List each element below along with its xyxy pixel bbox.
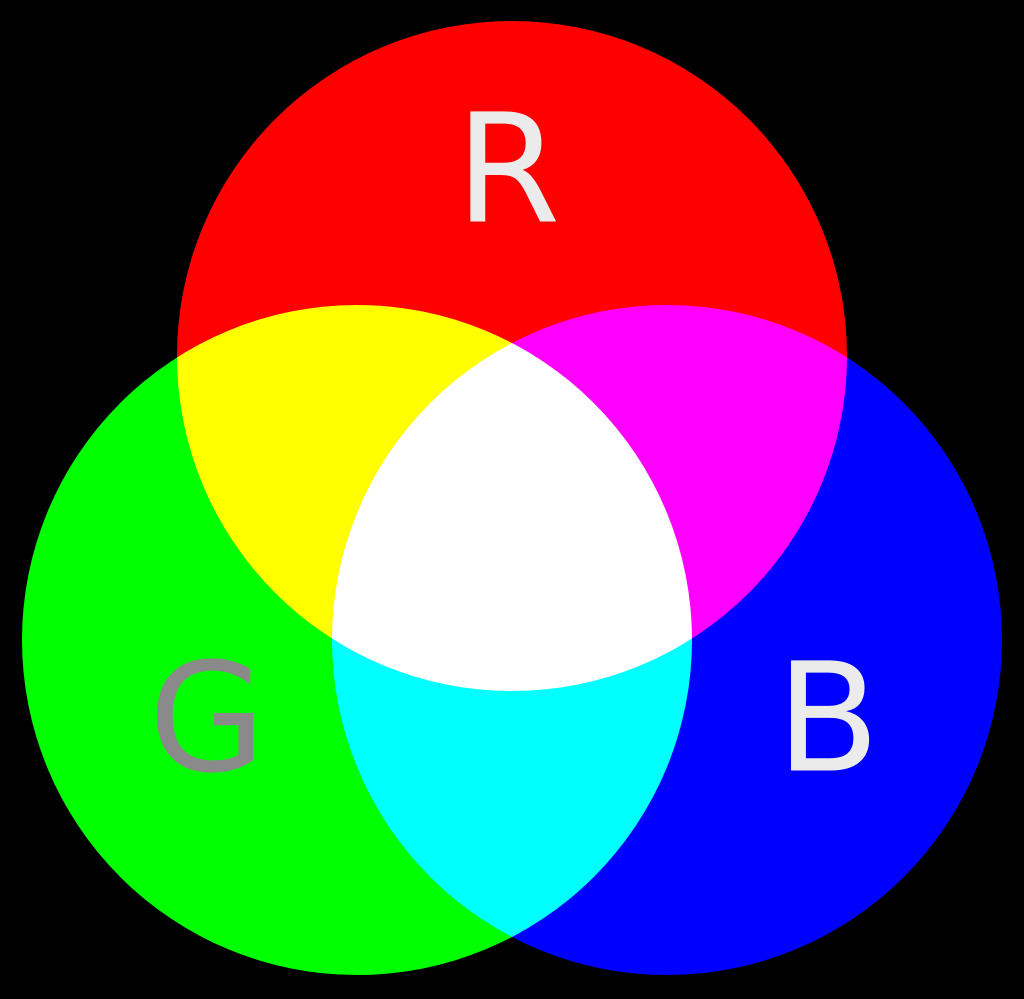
green-circle-label: G xyxy=(148,630,266,807)
red-circle-label: R xyxy=(455,81,561,258)
blue-circle xyxy=(332,305,1002,975)
blue-circle-label: B xyxy=(776,630,880,807)
